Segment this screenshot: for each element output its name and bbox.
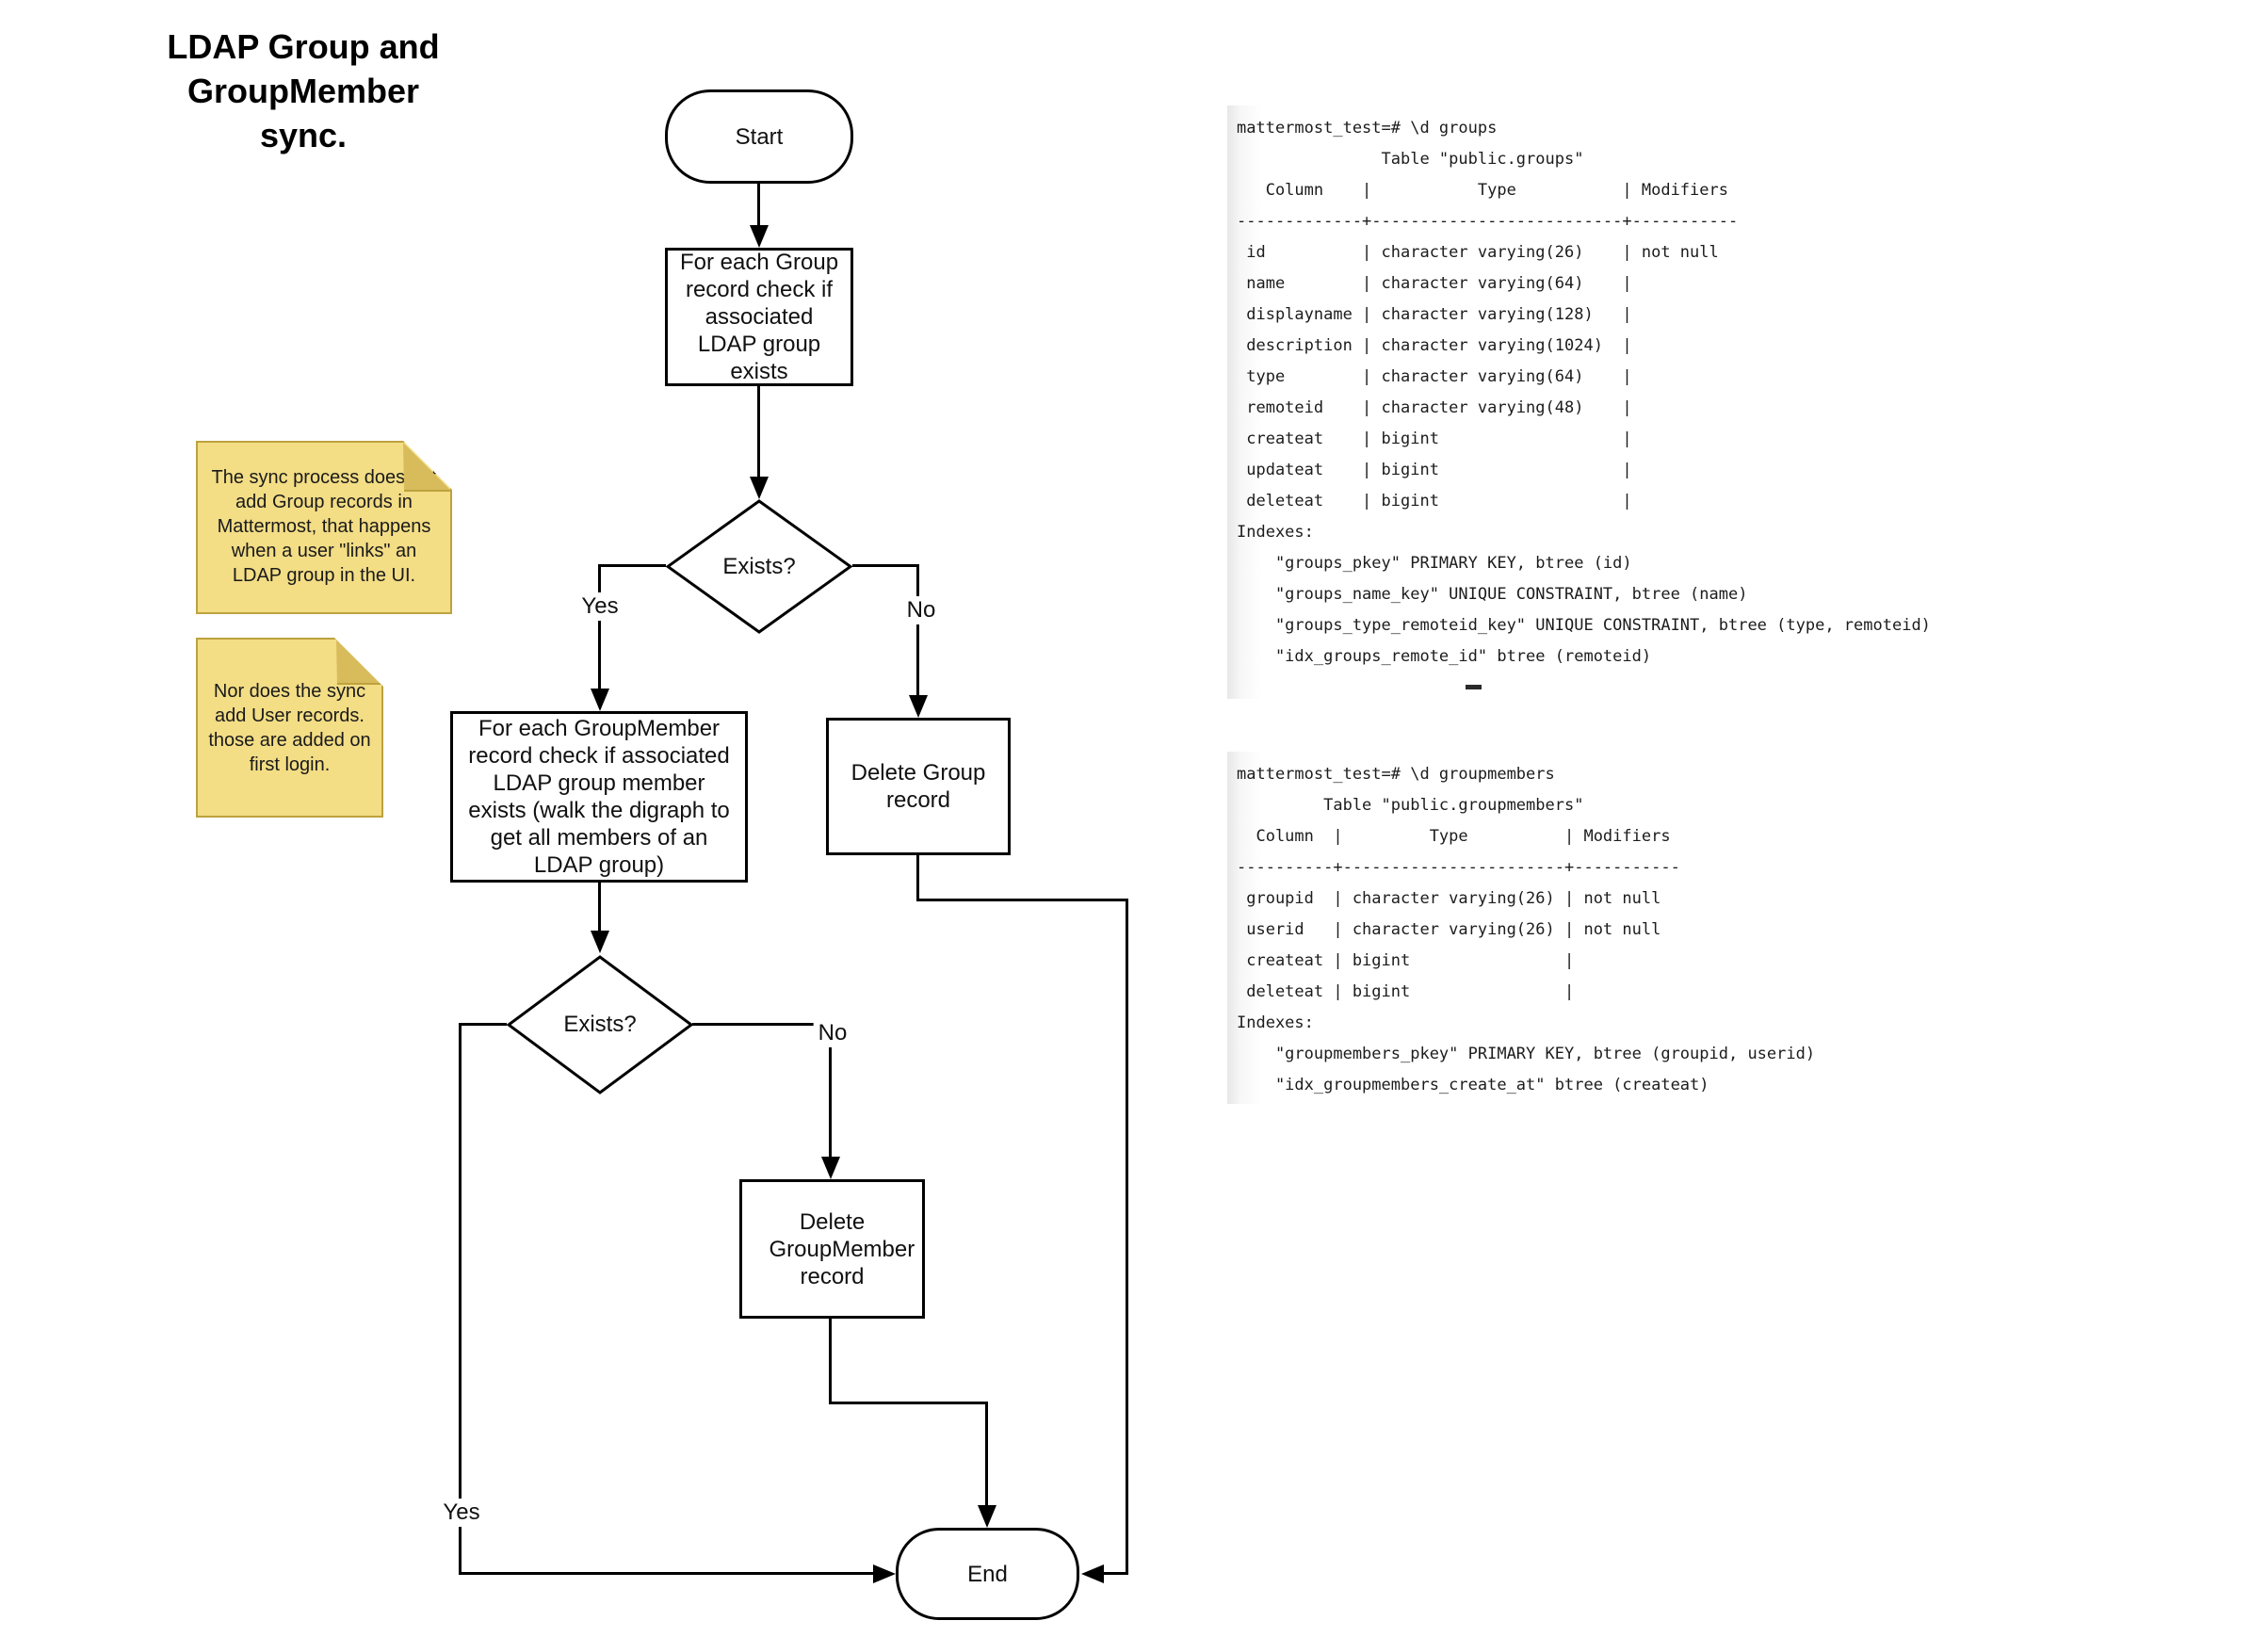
edge-segment [692,1023,831,1026]
start-node-label: Start [735,123,784,150]
branch-label-yes-1: Yes [576,592,624,621]
edge-segment [829,1319,832,1404]
decision-groupmember-exists-label: Exists? [563,1012,637,1037]
edge-segment [916,899,1128,901]
edge-segment [459,1572,873,1575]
diamond-shape [666,499,852,634]
terminal-output-groups-text: mattermost_test=# \d groups Table "publi… [1237,119,1931,666]
process-groupmember-check-label: For each GroupMember record check if ass… [468,716,730,878]
edge-segment [916,855,919,900]
sticky-note-user-records-text: Nor does the sync add User records. thos… [208,681,371,775]
branch-label-yes-2: Yes [438,1499,485,1527]
terminal-cursor [1466,685,1482,689]
edge-segment [460,1023,507,1026]
arrowhead-down-icon [750,225,769,248]
diagram-title: LDAP Group and GroupMember sync. [148,24,459,157]
terminal-output-groupmembers: mattermost_test=# \d groupmembers Table … [1227,752,1839,1104]
arrowhead-down-icon [909,695,928,718]
sticky-note-group-records-text: The sync process does not add Group reco… [211,467,437,586]
end-node-label: End [967,1561,1008,1587]
branch-label-no-2: No [813,1019,852,1047]
edge-segment [459,1023,462,1573]
arrowhead-right-icon [873,1564,896,1583]
sticky-note-fold-icon [336,640,381,685]
decision-groupmember-exists-node: Exists? [507,955,693,1094]
edge-segment [757,184,760,227]
edge-segment [1104,1572,1128,1575]
diagram-title-line1: LDAP Group and [167,27,440,66]
arrowhead-left-icon [1081,1564,1104,1583]
terminal-output-groups: mattermost_test=# \d groups Table "publi… [1227,105,1936,699]
edge-segment [985,1402,988,1507]
decision-group-exists-label: Exists? [722,553,796,579]
process-group-check-label: For each Group record check if associate… [679,250,839,384]
edge-segment [829,1402,988,1404]
start-node: Start [665,89,853,184]
diagram-title-line2: GroupMember sync. [186,72,420,154]
sticky-note-user-records: Nor does the sync add User records. thos… [196,638,383,818]
sticky-note-fold-icon [403,443,452,492]
delete-groupmember-node: Delete GroupMember record [739,1179,925,1319]
arrowhead-down-icon [750,477,769,499]
arrowhead-down-icon [821,1157,840,1179]
delete-groupmember-label: Delete GroupMember record [769,1208,915,1289]
edge-segment [598,564,601,690]
end-node: End [896,1528,1079,1620]
arrowhead-down-icon [591,689,609,711]
edge-segment [852,564,919,567]
delete-group-node: Delete Group record [826,718,1011,855]
edge-segment [1126,899,1128,1574]
edge-segment [757,386,760,478]
edge-segment [829,1023,832,1157]
edge-segment [598,883,601,932]
arrowhead-down-icon [978,1505,996,1528]
decision-group-exists-node: Exists? [666,499,852,634]
branch-label-no-1: No [901,596,941,624]
process-group-check-node: For each Group record check if associate… [665,248,853,386]
diamond-shape [507,955,693,1094]
terminal-output-groupmembers-text: mattermost_test=# \d groupmembers Table … [1237,765,1816,1094]
edge-segment [600,564,666,567]
delete-group-label: Delete Group record [850,760,986,813]
process-groupmember-check-node: For each GroupMember record check if ass… [450,711,748,883]
edge-segment [916,564,919,696]
arrowhead-down-icon [591,931,609,953]
